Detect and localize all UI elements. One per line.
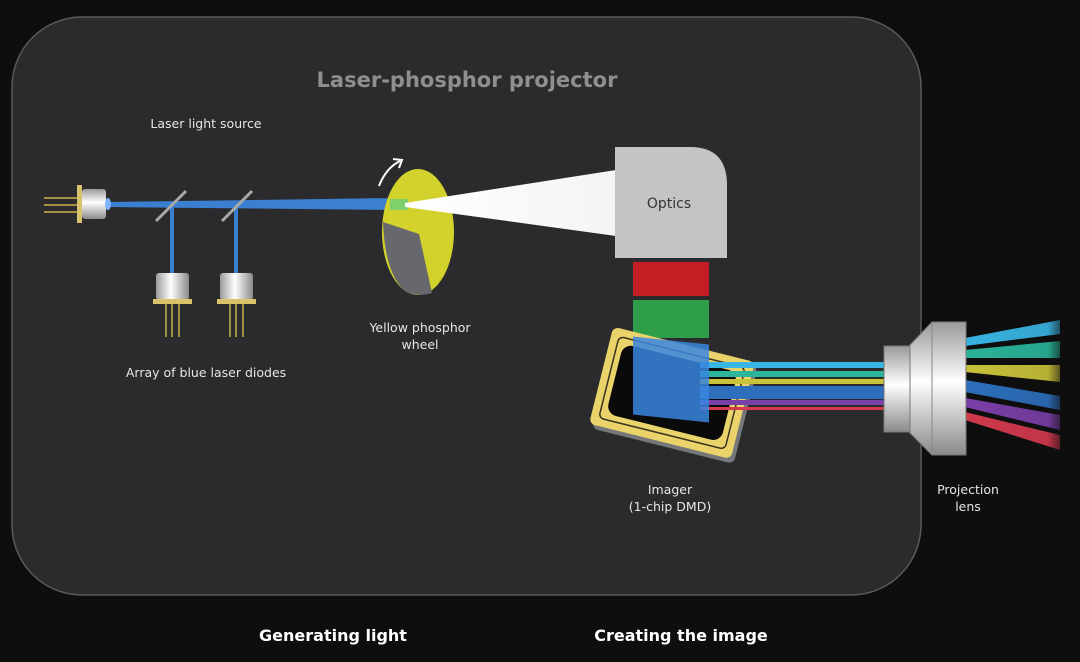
label-lens-line1: Projection [937, 482, 999, 497]
label-laser-source: Laser light source [150, 116, 261, 131]
red-light-segment [633, 262, 709, 296]
white-light-cone [405, 170, 616, 236]
dichroic-mirror-2 [220, 189, 254, 223]
footer-generating-light: Generating light [259, 626, 407, 645]
projection-lens [883, 321, 967, 456]
rotation-arrowhead-icon [392, 158, 404, 169]
main-laser-diode [44, 185, 111, 223]
blue-laser-diode-2 [217, 273, 256, 337]
blue-laser-beam [108, 198, 395, 210]
label-diode-array: Array of blue laser diodes [126, 365, 286, 380]
dichroic-mirror-1 [154, 189, 188, 223]
label-wheel-line1: Yellow phosphor [368, 320, 471, 335]
label-lens-line2: lens [955, 499, 981, 514]
side-beam-1 [170, 205, 174, 273]
projector-panel [11, 16, 922, 596]
green-light-segment [633, 300, 709, 338]
label-imager-line1: Imager [648, 482, 693, 497]
yellow-phosphor-wheel [382, 169, 454, 295]
label-optics: Optics [647, 196, 691, 212]
projected-beams [965, 320, 1060, 450]
footer-creating-image: Creating the image [594, 626, 768, 645]
label-wheel-line2: wheel [402, 337, 439, 352]
diagram-title: Laser-phosphor projector [317, 68, 619, 92]
rotation-arrow-icon [378, 160, 401, 187]
blue-light-segment [633, 336, 709, 423]
modulated-beams [700, 362, 885, 410]
label-imager-line2: (1-chip DMD) [629, 499, 711, 514]
optics-block [615, 147, 727, 258]
blue-laser-diode-1 [153, 273, 192, 337]
side-beam-2 [234, 205, 238, 273]
